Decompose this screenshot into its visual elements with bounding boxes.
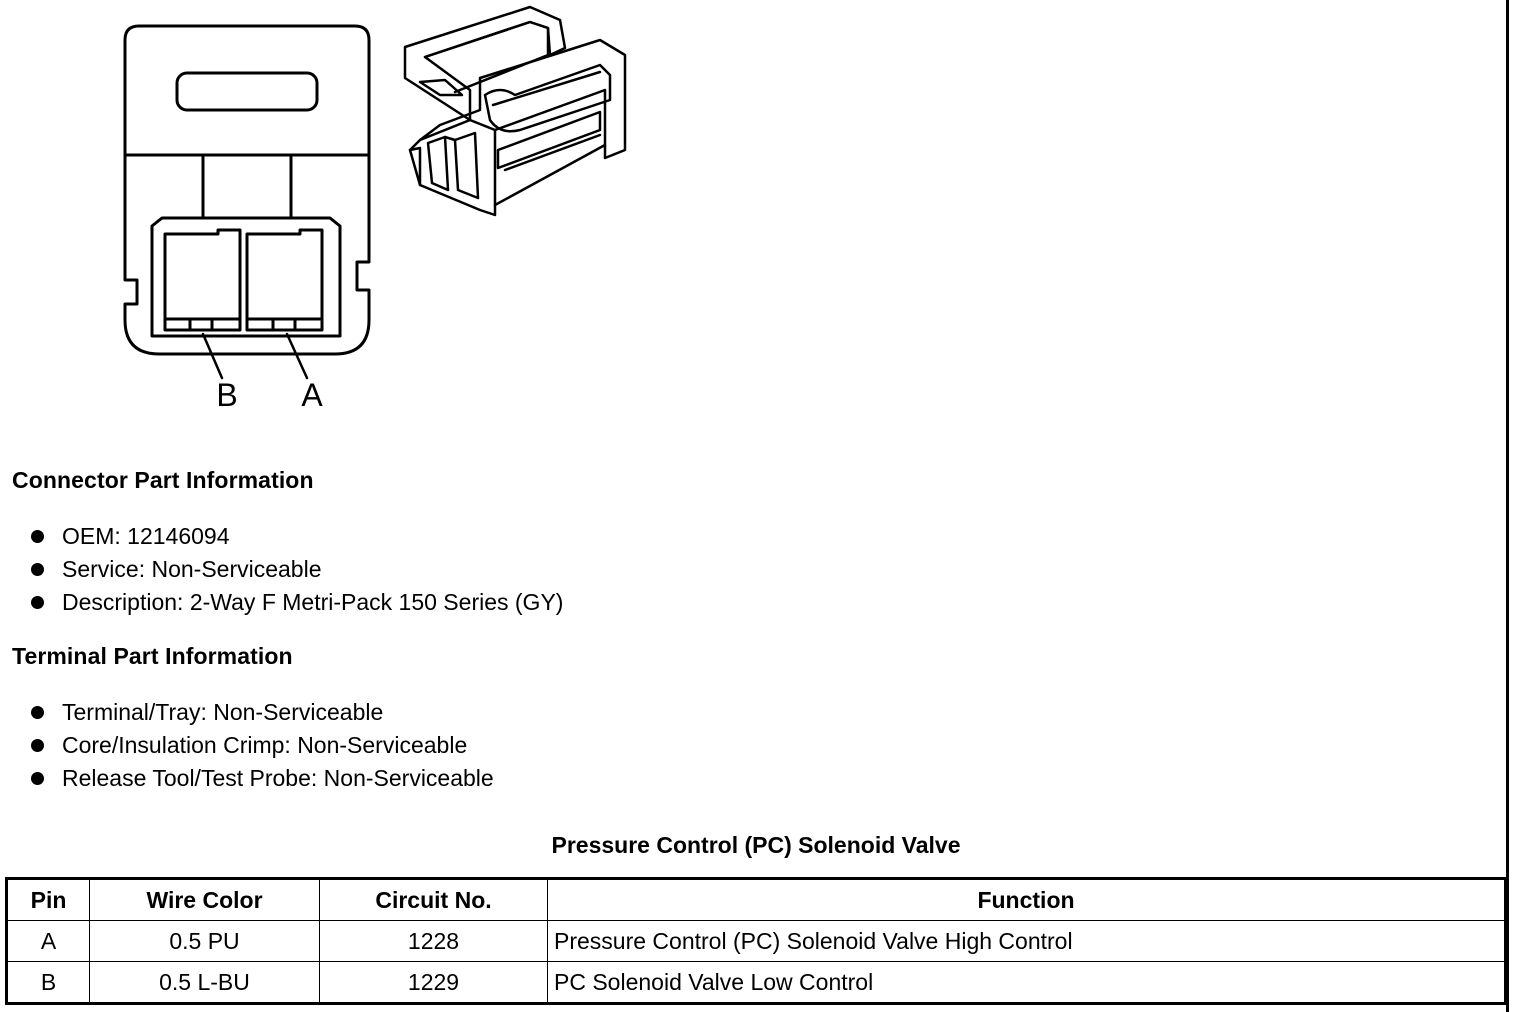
connector-face-view	[123, 24, 371, 380]
list-item-text: Core/Insulation Crimp: Non-Serviceable	[62, 732, 468, 758]
list-item-text: Description: 2-Way F Metri-Pack 150 Seri…	[62, 589, 564, 615]
connector-part-info-heading: Connector Part Information	[12, 467, 314, 493]
bullet-icon	[31, 596, 44, 609]
connector-isometric-view	[403, 5, 627, 217]
column-header-pin: Pin	[6, 878, 90, 921]
list-item-text: OEM: 12146094	[62, 523, 230, 549]
column-header-circuit-no: Circuit No.	[319, 878, 548, 921]
cell-pin: B	[6, 961, 90, 1004]
list-item: OEM: 12146094	[30, 520, 563, 553]
bullet-icon	[31, 739, 44, 752]
cell-wire-color: 0.5 PU	[89, 920, 320, 962]
connector-illustration: B A	[123, 5, 627, 413]
table-row: B 0.5 L-BU 1229 PC Solenoid Valve Low Co…	[6, 961, 1506, 1004]
list-item-text: Terminal/Tray: Non-Serviceable	[62, 699, 384, 725]
pin-label-a: A	[301, 377, 323, 413]
column-header-function: Function	[547, 878, 1506, 921]
leader-line-a	[285, 332, 309, 380]
bullet-icon	[31, 563, 44, 576]
list-item: Release Tool/Test Probe: Non-Serviceable	[30, 762, 494, 795]
terminal-part-info-list: Terminal/Tray: Non-Serviceable Core/Insu…	[30, 696, 494, 795]
column-header-wire-color: Wire Color	[89, 878, 320, 921]
cell-pin: A	[6, 920, 90, 962]
list-item: Service: Non-Serviceable	[30, 553, 563, 586]
cell-circuit-no: 1229	[319, 961, 548, 1004]
table-header-row: Pin Wire Color Circuit No. Function	[6, 878, 1506, 921]
page-border-right	[1506, 0, 1509, 1012]
cavity-a	[245, 228, 324, 332]
cavity-b	[163, 228, 242, 332]
bullet-icon	[31, 530, 44, 543]
cell-function: PC Solenoid Valve Low Control	[547, 961, 1506, 1004]
list-item: Terminal/Tray: Non-Serviceable	[30, 696, 494, 729]
pinout-table-title: Pressure Control (PC) Solenoid Valve	[551, 832, 961, 858]
pin-label-b: B	[216, 377, 237, 413]
list-item: Core/Insulation Crimp: Non-Serviceable	[30, 729, 494, 762]
cell-function: Pressure Control (PC) Solenoid Valve Hig…	[547, 920, 1506, 962]
list-item: Description: 2-Way F Metri-Pack 150 Seri…	[30, 586, 563, 619]
terminal-part-info-heading: Terminal Part Information	[12, 643, 293, 669]
cell-circuit-no: 1228	[319, 920, 548, 962]
list-item-text: Release Tool/Test Probe: Non-Serviceable	[62, 765, 494, 791]
bullet-icon	[31, 706, 44, 719]
latch-window	[175, 71, 319, 112]
bullet-icon	[31, 772, 44, 785]
pinout-table: Pin Wire Color Circuit No. Function A 0.…	[5, 877, 1507, 1005]
table-row: A 0.5 PU 1228 Pressure Control (PC) Sole…	[6, 920, 1506, 962]
leader-line-b	[201, 332, 224, 380]
cell-wire-color: 0.5 L-BU	[89, 961, 320, 1004]
connector-part-info-list: OEM: 12146094 Service: Non-Serviceable D…	[30, 520, 563, 619]
terminal-cavity-housing	[150, 216, 342, 338]
list-item-text: Service: Non-Serviceable	[62, 556, 322, 582]
